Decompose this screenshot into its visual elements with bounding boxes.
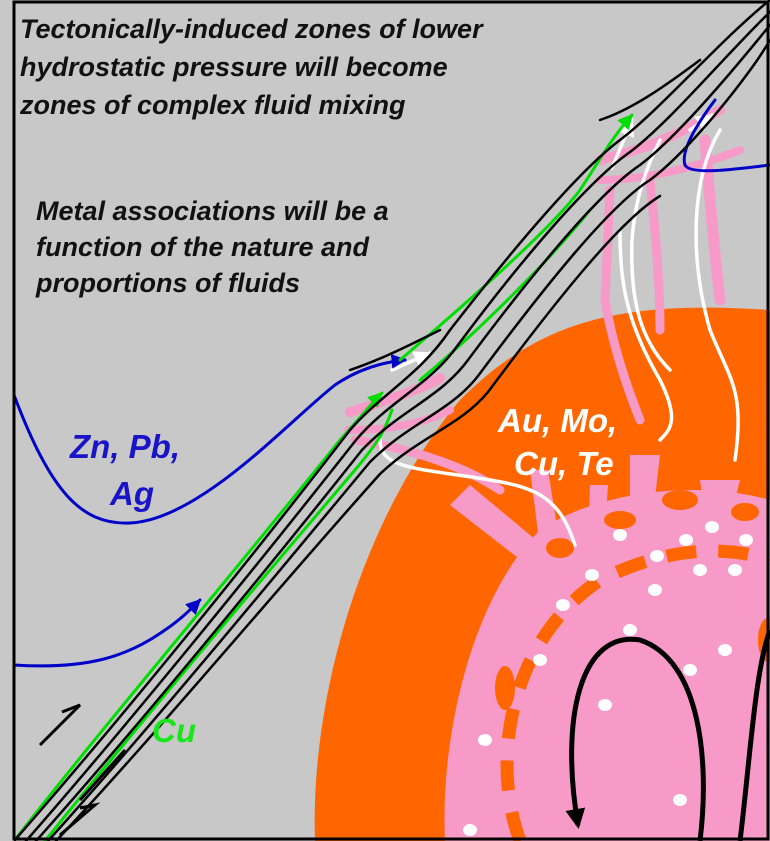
blue-fluid-paths bbox=[14, 98, 770, 668]
label-ag: Ag bbox=[109, 475, 154, 512]
frame-border bbox=[12, 0, 770, 841]
orange-blebs bbox=[495, 490, 770, 710]
headline-line-1: Tectonically-induced zones of lower bbox=[20, 14, 484, 44]
label-cu-te: Cu, Te bbox=[514, 445, 614, 482]
subtext-line-1: Metal associations will be a bbox=[36, 196, 389, 226]
fault-zone bbox=[14, 0, 770, 841]
white-spots bbox=[463, 521, 753, 836]
orange-dashed-ring bbox=[500, 544, 770, 841]
magma-apophyses bbox=[450, 455, 740, 575]
headline-line-3: zones of complex fluid mixing bbox=[19, 90, 406, 120]
white-fluid-paths bbox=[378, 113, 740, 547]
label-cu: Cu bbox=[152, 712, 196, 749]
headline-line-2: hydrostatic pressure will become bbox=[20, 52, 448, 82]
label-au-mo: Au, Mo, bbox=[497, 402, 617, 439]
subtext-line-2: function of the nature and bbox=[36, 232, 369, 262]
label-zn-pb: Zn, Pb, bbox=[69, 428, 180, 465]
subtext-line-3: proportions of fluids bbox=[35, 268, 300, 298]
magma-body bbox=[444, 490, 770, 841]
fault-movement-arrows bbox=[38, 703, 127, 837]
convection-arrows bbox=[565, 629, 770, 841]
subtext: Metal associations will be a function of… bbox=[35, 196, 389, 298]
headline: Tectonically-induced zones of lower hydr… bbox=[19, 14, 484, 120]
